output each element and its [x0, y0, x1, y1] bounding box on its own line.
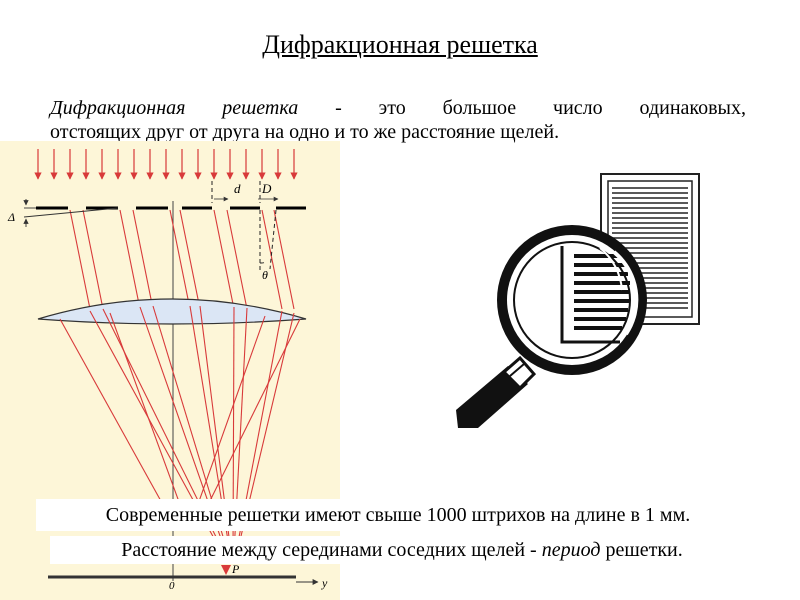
label-D: D	[261, 181, 272, 196]
label-origin: 0	[169, 580, 175, 592]
incident-rays	[34, 149, 298, 180]
page-title: Дифракционная решетка	[262, 30, 538, 59]
label-delta: Δ	[7, 210, 15, 224]
delta-marker	[23, 199, 119, 227]
intro-line-2: отстоящих друг от друга на одно и то же …	[50, 121, 560, 143]
construction-lines	[211, 181, 277, 271]
diffracted-rays-upper	[69, 209, 295, 310]
focus-point-marker	[221, 565, 231, 575]
period-term: период	[541, 539, 601, 561]
label-y: y	[321, 576, 328, 590]
diffraction-grating-diagram: d D θ Δ P 0 y	[0, 141, 340, 600]
intro-term: Дифракционная решетка	[50, 97, 299, 119]
diagram-background	[0, 141, 340, 600]
label-d: d	[234, 181, 241, 196]
period-suffix: решетки.	[600, 539, 683, 561]
magnifier-handle	[456, 355, 537, 428]
period-definition: Расстояние между серединами соседних щел…	[50, 536, 754, 564]
intro-definition: Дифракционная решетка - это большое числ…	[50, 96, 746, 144]
converging-lens	[37, 298, 307, 325]
modern-gratings-note: Современные решетки имеют свыше 1000 штр…	[36, 499, 760, 531]
period-prefix: Расстояние между серединами соседних щел…	[121, 539, 542, 561]
label-theta: θ	[262, 268, 268, 282]
intro-rest: - это большое число одинаковых,	[298, 97, 746, 119]
label-P: P	[231, 562, 240, 576]
magnifier-illustration	[456, 173, 700, 428]
magnifier-lens	[497, 225, 647, 375]
